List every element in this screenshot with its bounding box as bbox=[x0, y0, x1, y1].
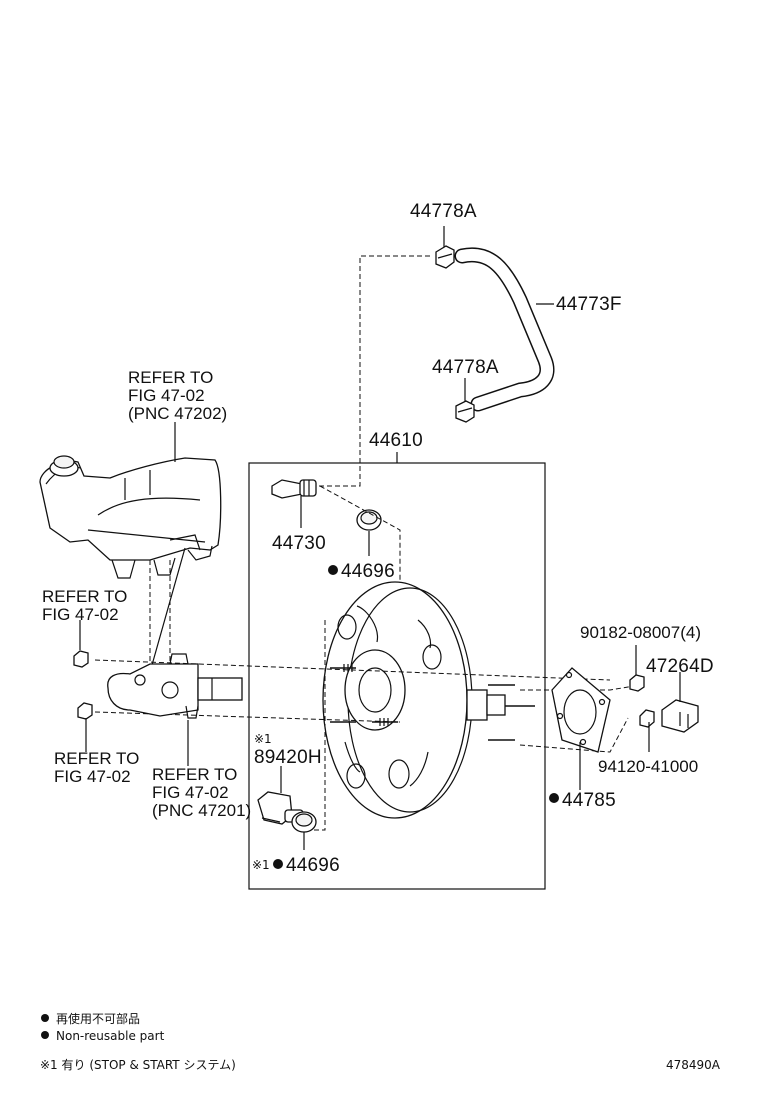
label-hose-clip-top: 44778A bbox=[410, 201, 477, 222]
label-sensor-note: ※1 bbox=[254, 732, 272, 746]
label-upper-nut-ref-1: REFER TO bbox=[42, 587, 127, 606]
label-sensor: 89420H bbox=[254, 747, 322, 768]
label-reservoir-ref-1: REFER TO bbox=[128, 368, 213, 387]
reservoir-mc-line bbox=[151, 547, 186, 666]
hose-to-valve-dash bbox=[312, 255, 430, 487]
label-master-cyl-ref-2: FIG 47-02 bbox=[152, 783, 229, 802]
nut-dash-upper bbox=[94, 659, 611, 681]
label-grommet-top: 44696 bbox=[341, 561, 395, 582]
grommet-top[interactable] bbox=[356, 509, 382, 531]
label-check-valve: 44730 bbox=[272, 533, 326, 554]
check-valve[interactable] bbox=[271, 479, 317, 499]
vacuum-hose[interactable] bbox=[454, 247, 555, 412]
label-reservoir-ref-2: FIG 47-02 bbox=[128, 386, 205, 405]
gasket[interactable] bbox=[551, 667, 611, 753]
grommet-bottom[interactable] bbox=[291, 811, 317, 833]
label-upper-nut-ref-2: FIG 47-02 bbox=[42, 605, 119, 624]
label-hose-clip-bottom: 44778A bbox=[432, 357, 499, 378]
label-lock-nut: 94120-41000 bbox=[598, 757, 698, 776]
label-hose: 44773F bbox=[556, 294, 622, 315]
nut-dash-right bbox=[519, 717, 629, 753]
label-grommet-note: ※1 bbox=[252, 858, 270, 872]
label-grommet-bottom: 44696 bbox=[286, 855, 340, 876]
label-master-cyl-ref-1: REFER TO bbox=[152, 765, 237, 784]
label-booster-assembly: 44610 bbox=[369, 430, 423, 451]
label-lower-nut-ref-1: REFER TO bbox=[54, 749, 139, 768]
legend-note: ※1 有り (STOP & START システム) bbox=[40, 1058, 236, 1072]
master-cylinder[interactable] bbox=[107, 653, 243, 719]
nut-upper[interactable] bbox=[73, 650, 89, 668]
clevis[interactable] bbox=[661, 699, 699, 733]
label-lower-nut-ref-2: FIG 47-02 bbox=[54, 767, 131, 786]
label-master-cyl-ref-3: (PNC 47201) bbox=[152, 801, 251, 820]
legend-jp: 再使用不可部品 bbox=[56, 1011, 140, 1026]
label-gasket: 44785 bbox=[562, 790, 616, 811]
label-clevis: 47264D bbox=[646, 656, 714, 677]
non-reusable-dot bbox=[549, 793, 559, 803]
legend-dot bbox=[41, 1014, 49, 1022]
nut-lower[interactable] bbox=[77, 702, 93, 720]
reservoir-mc-dash bbox=[149, 560, 171, 668]
figure-id: 478490A bbox=[666, 1058, 721, 1072]
legend-dot bbox=[41, 1031, 49, 1039]
lock-nut[interactable] bbox=[639, 709, 655, 728]
reservoir[interactable] bbox=[39, 455, 222, 579]
non-reusable-dot bbox=[328, 565, 338, 575]
hose-clip-bottom[interactable] bbox=[455, 400, 475, 423]
label-reservoir-ref-3: (PNC 47202) bbox=[128, 404, 227, 423]
bolt-dash bbox=[520, 684, 641, 691]
label-bolt: 90182-08007(4) bbox=[580, 623, 701, 642]
non-reusable-dot bbox=[273, 859, 283, 869]
flange-nut[interactable] bbox=[629, 674, 645, 692]
brake-booster[interactable] bbox=[322, 581, 535, 819]
hose-clip-top[interactable] bbox=[435, 245, 455, 269]
legend-en: Non-reusable part bbox=[56, 1029, 165, 1043]
stud-dash-left bbox=[308, 620, 326, 831]
